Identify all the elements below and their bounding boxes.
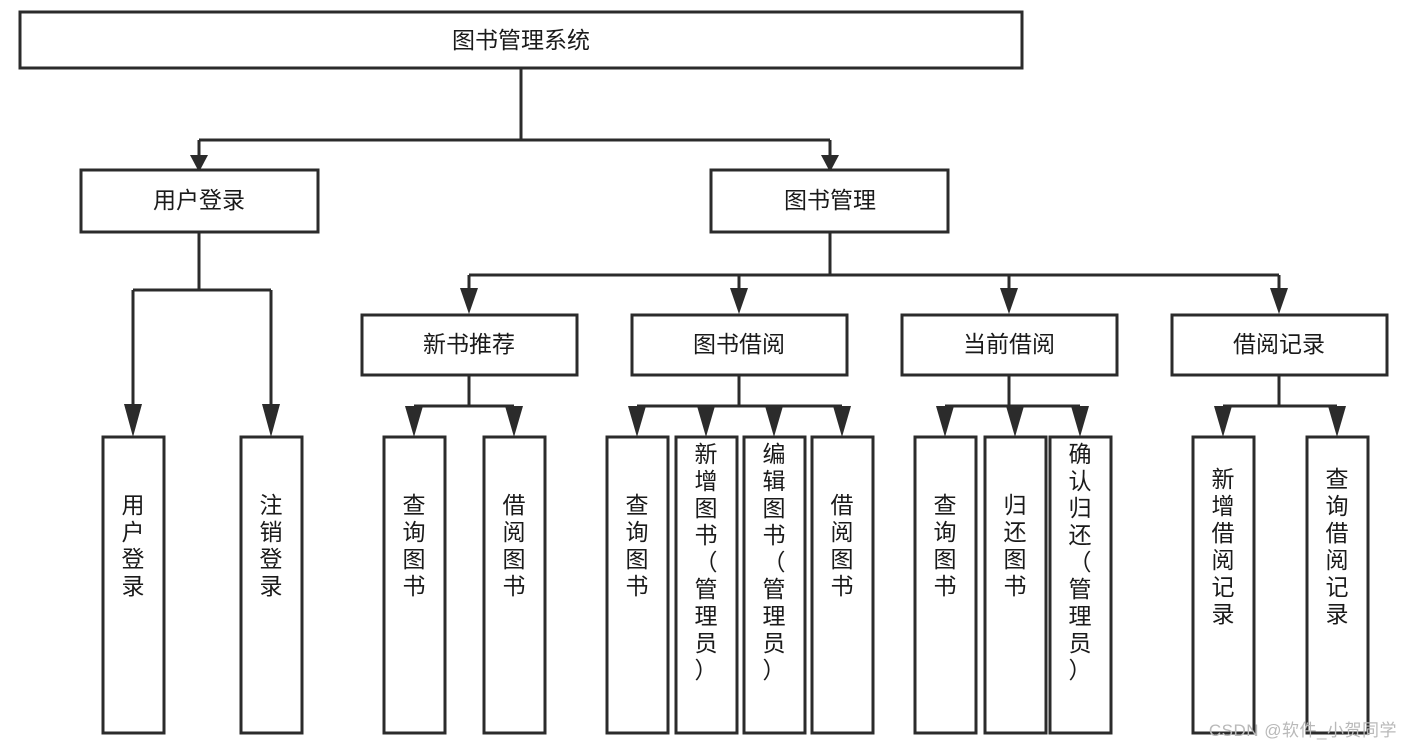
node-leaf-current-return-box[interactable] <box>983 435 1048 735</box>
node-records-box[interactable] <box>1170 313 1389 377</box>
node-leaf-current-return-label: 归还图书 <box>1004 492 1027 599</box>
node-leaf-borrow-query-box[interactable] <box>605 435 670 735</box>
arrow-to-current <box>1000 288 1018 314</box>
arrow-leaf-user-logout <box>262 404 280 437</box>
node-leaf-borrow-query[interactable]: 查询图书 <box>605 435 670 735</box>
node-leaf-borrow-lend-box[interactable] <box>810 435 875 735</box>
node-leaf-current-confirm-label: 确认归还（管理员） <box>1069 441 1092 683</box>
node-newbook-box[interactable] <box>360 313 579 377</box>
node-leaf-current-confirm-box[interactable] <box>1048 435 1113 735</box>
node-leaf-borrow-edit-box[interactable] <box>742 435 807 735</box>
arrow-leaf-borrow-add <box>697 406 715 437</box>
node-records-label: 借阅记录 <box>1233 331 1325 357</box>
node-bookmgmt-label: 图书管理 <box>784 187 876 213</box>
arrow-to-login <box>190 155 208 172</box>
node-leaf-new-query[interactable]: 查询图书 <box>382 435 447 735</box>
node-borrow-label: 图书借阅 <box>693 331 785 357</box>
node-leaf-user-logout[interactable]: 注销登录 <box>239 435 304 735</box>
node-current[interactable]: 当前借阅 <box>900 313 1119 377</box>
node-newbook[interactable]: 新书推荐 <box>360 313 579 377</box>
node-borrow-box[interactable] <box>630 313 849 377</box>
node-leaf-borrow-query-label: 查询图书 <box>626 492 649 599</box>
node-leaf-record-query-box[interactable] <box>1305 435 1370 735</box>
arrow-leaf-user-login <box>124 404 142 437</box>
arrow-to-records <box>1270 288 1288 314</box>
node-root-label: 图书管理系统 <box>452 27 590 53</box>
node-leaf-new-query-box[interactable] <box>382 435 447 735</box>
arrow-leaf-borrow-edit <box>765 406 783 437</box>
node-leaf-current-query[interactable]: 查询图书 <box>913 435 978 735</box>
arrow-leaf-new-borrow <box>505 406 523 437</box>
arrow-to-newbook <box>460 288 478 314</box>
node-leaf-borrow-add[interactable]: 新增图书（管理员） <box>674 435 739 735</box>
node-records[interactable]: 借阅记录 <box>1170 313 1389 377</box>
node-leaf-borrow-add-label: 新增图书（管理员） <box>695 441 718 683</box>
node-login-label: 用户登录 <box>153 187 245 213</box>
node-leaf-record-add-label: 新增借阅记录 <box>1212 466 1235 627</box>
arrow-leaf-record-query <box>1328 406 1346 437</box>
node-current-label: 当前借阅 <box>963 331 1055 357</box>
arrow-leaf-current-confirm <box>1071 406 1089 437</box>
node-newbook-label: 新书推荐 <box>423 331 515 357</box>
node-leaf-user-logout-box[interactable] <box>239 435 304 735</box>
node-leaf-borrow-add-box[interactable] <box>674 435 739 735</box>
node-leaf-new-borrow[interactable]: 借阅图书 <box>482 435 547 735</box>
csdn-watermark: CSDN @软件_小贺同学 <box>1208 721 1397 740</box>
node-root-box[interactable] <box>18 10 1024 70</box>
connector-layer <box>124 68 1346 437</box>
node-login-box[interactable] <box>79 168 320 234</box>
node-leaf-new-borrow-box[interactable] <box>482 435 547 735</box>
node-leaf-current-return[interactable]: 归还图书 <box>983 435 1048 735</box>
node-leaf-new-query-label: 查询图书 <box>403 492 426 599</box>
arrow-leaf-borrow-query <box>628 406 646 437</box>
node-leaf-borrow-lend[interactable]: 借阅图书 <box>810 435 875 735</box>
node-current-box[interactable] <box>900 313 1119 377</box>
arrow-leaf-borrow-lend <box>833 406 851 437</box>
node-leaf-borrow-edit-label: 编辑图书（管理员） <box>763 441 786 683</box>
node-leaf-borrow-lend-label: 借阅图书 <box>831 492 854 599</box>
node-leaf-current-query-label: 查询图书 <box>934 492 957 599</box>
node-bookmgmt-box[interactable] <box>709 168 950 234</box>
node-leaf-current-query-box[interactable] <box>913 435 978 735</box>
arrow-leaf-current-query <box>936 406 954 437</box>
node-root[interactable]: 图书管理系统 <box>18 10 1024 70</box>
node-login[interactable]: 用户登录 <box>79 168 320 234</box>
node-leaf-record-query[interactable]: 查询借阅记录 <box>1305 435 1370 735</box>
arrow-leaf-record-add <box>1214 406 1232 437</box>
arrow-leaf-current-return <box>1006 406 1024 437</box>
node-leaf-current-confirm[interactable]: 确认归还（管理员） <box>1048 435 1113 735</box>
node-leaf-new-borrow-label: 借阅图书 <box>503 492 526 599</box>
node-leaf-user-login-box[interactable] <box>101 435 166 735</box>
node-leaf-user-logout-label: 注销登录 <box>260 492 283 599</box>
node-leaf-record-add[interactable]: 新增借阅记录 <box>1191 435 1256 735</box>
node-leaf-record-add-box[interactable] <box>1191 435 1256 735</box>
arrow-leaf-new-query <box>405 406 423 437</box>
node-leaf-borrow-edit[interactable]: 编辑图书（管理员） <box>742 435 807 735</box>
arrow-to-borrow <box>730 288 748 314</box>
node-bookmgmt[interactable]: 图书管理 <box>709 168 950 234</box>
node-leaf-record-query-label: 查询借阅记录 <box>1326 466 1349 627</box>
node-leaf-user-login-label: 用户登录 <box>122 492 145 599</box>
arrow-to-bookmgmt <box>821 155 839 172</box>
node-leaf-user-login[interactable]: 用户登录 <box>101 435 166 735</box>
node-borrow[interactable]: 图书借阅 <box>630 313 849 377</box>
